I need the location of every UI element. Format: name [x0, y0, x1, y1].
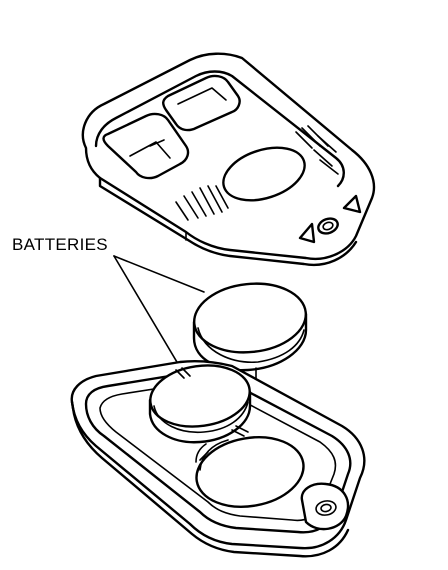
- battery-installed: [148, 364, 252, 444]
- fob-button-center-oval: [222, 146, 306, 202]
- case-keyring-lug: [300, 482, 350, 531]
- fob-keyring-hole: [298, 194, 362, 244]
- fob-button-upper: [162, 74, 241, 132]
- battery-slot-empty: [195, 436, 305, 508]
- battery-loose: [192, 282, 308, 372]
- fob-grip-ribs-upper: [295, 125, 339, 175]
- remote-fob-cover: [81, 52, 376, 267]
- batteries-label: BATTERIES: [12, 235, 108, 254]
- fob-grip-ribs-lower: [175, 185, 229, 221]
- fob-button-left: [102, 112, 190, 180]
